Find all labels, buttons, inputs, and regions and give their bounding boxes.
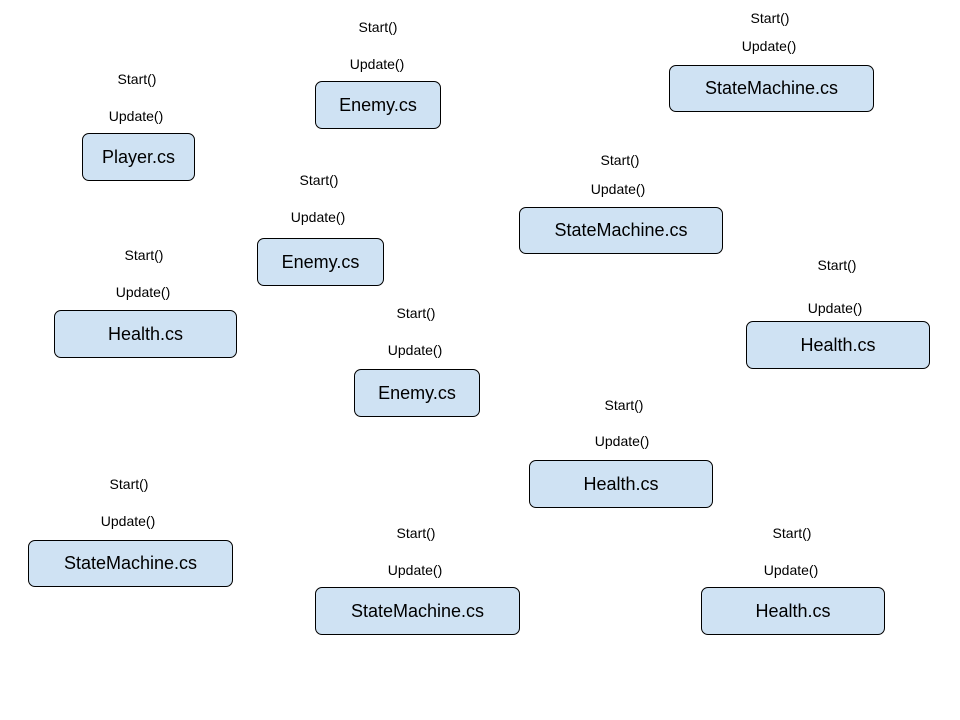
node-label: StateMachine.cs <box>350 600 485 621</box>
node-enemy[interactable]: Enemy.cs <box>315 81 441 129</box>
node-label: Enemy.cs <box>378 382 456 403</box>
update-method-label: Update() <box>594 433 650 449</box>
start-method-label: Start() <box>772 525 812 541</box>
node-player[interactable]: Player.cs <box>82 133 195 181</box>
start-method-label: Start() <box>750 10 790 26</box>
node-enemy[interactable]: Enemy.cs <box>354 369 480 417</box>
update-method-label: Update() <box>290 209 346 225</box>
node-statemachine[interactable]: StateMachine.cs <box>519 207 723 254</box>
start-method-label: Start() <box>109 476 149 492</box>
start-method-label: Start() <box>299 172 339 188</box>
node-label: Health.cs <box>583 473 659 494</box>
node-label: StateMachine.cs <box>704 78 839 98</box>
start-method-label: Start() <box>124 247 164 263</box>
node-label: StateMachine.cs <box>63 553 198 573</box>
update-method-label: Update() <box>741 38 797 54</box>
node-health[interactable]: Health.cs <box>54 310 237 358</box>
start-method-label: Start() <box>396 525 436 541</box>
node-statemachine[interactable]: StateMachine.cs <box>669 65 874 112</box>
node-label: StateMachine.cs <box>554 220 688 240</box>
node-health[interactable]: Health.cs <box>529 460 713 508</box>
start-method-label: Start() <box>358 19 398 35</box>
update-method-label: Update() <box>100 513 156 529</box>
node-health[interactable]: Health.cs <box>746 321 930 369</box>
start-method-label: Start() <box>600 152 640 168</box>
start-method-label: Start() <box>396 305 436 321</box>
update-method-label: Update() <box>387 342 443 358</box>
start-method-label: Start() <box>604 397 644 413</box>
update-method-label: Update() <box>590 181 646 197</box>
node-label: Player.cs <box>101 146 176 167</box>
node-health[interactable]: Health.cs <box>701 587 885 635</box>
update-method-label: Update() <box>115 284 171 300</box>
node-label: Health.cs <box>800 334 876 355</box>
start-method-label: Start() <box>817 257 857 273</box>
node-label: Health.cs <box>755 600 831 621</box>
node-label: Health.cs <box>107 323 184 344</box>
node-statemachine[interactable]: StateMachine.cs <box>28 540 233 587</box>
start-method-label: Start() <box>117 71 157 87</box>
node-label: Enemy.cs <box>281 251 360 272</box>
update-method-label: Update() <box>763 562 819 578</box>
update-method-label: Update() <box>108 108 164 124</box>
update-method-label: Update() <box>807 300 863 316</box>
update-method-label: Update() <box>349 56 405 72</box>
node-enemy[interactable]: Enemy.cs <box>257 238 384 286</box>
node-label: Enemy.cs <box>339 94 417 115</box>
node-statemachine[interactable]: StateMachine.cs <box>315 587 520 635</box>
update-method-label: Update() <box>387 562 443 578</box>
